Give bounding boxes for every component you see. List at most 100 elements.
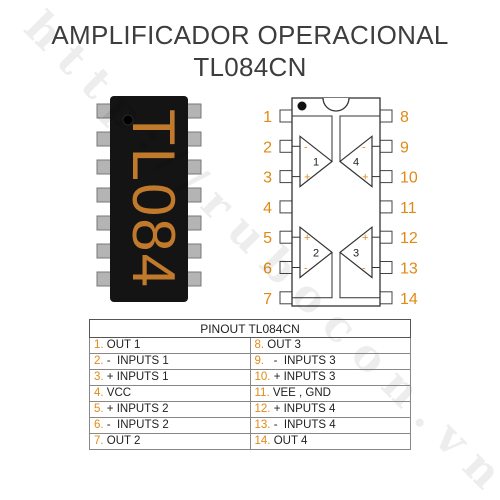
op-amp-triangle (299, 225, 333, 279)
pin-number: 11. (254, 387, 270, 399)
diagram-pin (279, 109, 293, 123)
pin-number: 10. (254, 371, 271, 383)
table-cell: 12. + INPUTS 4 (249, 401, 411, 418)
pin-number: 12. (254, 403, 271, 415)
pin-label: 9 (400, 139, 409, 156)
table-cell: 4. VCC (89, 385, 251, 402)
pin-number: 14. (254, 435, 271, 447)
diagram-pin (379, 291, 393, 305)
pin-label: 11 (400, 200, 417, 217)
output-wire (339, 115, 380, 162)
pin-number: 1. (94, 339, 104, 351)
table-header: PINOUT TL084CN (89, 319, 411, 338)
op-amps: -+1-+4+-2+-3 (292, 115, 380, 299)
op-amp-number: 1 (313, 156, 319, 168)
chip-marking: TL084 (120, 109, 187, 289)
title-line-1: AMPLIFICADOR OPERACIONAL (51, 20, 449, 50)
table-cell: 7. OUT 2 (89, 433, 251, 450)
diagram-pin (279, 170, 293, 184)
pin-label: 3 (263, 170, 272, 187)
pin-label: 7 (263, 291, 272, 308)
output-wire (292, 115, 333, 162)
pin-label: 4 (263, 200, 272, 217)
table-cell: 8. OUT 3 (249, 337, 411, 354)
input-sign: + (304, 172, 310, 184)
table-cell: 13. - INPUTS 4 (249, 417, 411, 434)
pin-function: - INPUTS 2 (103, 419, 169, 431)
pin-function: OUT 2 (103, 435, 141, 447)
diagram-pins (279, 109, 393, 305)
pin-number: 6. (94, 419, 104, 431)
output-wire (339, 252, 380, 299)
table-row: 1. OUT 1 8. OUT 3 (89, 337, 411, 354)
pin-function: OUT 3 (264, 339, 301, 351)
op-amp: +-3 (339, 225, 380, 299)
input-sign: + (362, 232, 368, 244)
input-sign: + (304, 232, 310, 244)
ic-outline (291, 97, 381, 307)
pin-function: VCC (103, 387, 132, 399)
table-cell: 10. + INPUTS 3 (249, 369, 411, 386)
diagram-pin (379, 109, 393, 123)
pin-function: + INPUTS 1 (103, 371, 169, 383)
table-cell: 6. - INPUTS 2 (89, 417, 251, 434)
pin-function: + INPUTS 3 (270, 371, 336, 383)
pin-function: - INPUTS 3 (264, 355, 336, 367)
op-amp-number: 4 (353, 156, 359, 168)
table-cell: 2. - INPUTS 1 (89, 353, 251, 370)
pin-number: 8. (254, 339, 265, 351)
input-sign: - (362, 141, 366, 153)
op-amp: + -2 (292, 225, 333, 299)
table-cell: 14. OUT 4 (249, 433, 411, 450)
output-wire (292, 252, 333, 299)
pin-function: + INPUTS 4 (270, 403, 336, 415)
input-sign: - (304, 263, 308, 275)
input-sign: + (362, 172, 368, 184)
diagram-pin (379, 139, 393, 153)
pin-number: 2. (94, 355, 104, 367)
pin-label: 2 (263, 139, 272, 156)
table-cell: 11. VEE , GND (249, 385, 411, 402)
diagram-pin (379, 261, 393, 274)
pin-function: + INPUTS 2 (103, 403, 169, 415)
table-cell: 5. + INPUTS 2 (89, 401, 251, 418)
chip-notch-dot (122, 114, 134, 126)
diagram-pin (279, 139, 293, 153)
pin-number: 5. (94, 403, 104, 415)
pin-label: 8 (400, 109, 409, 126)
table-cell: 9. - INPUTS 3 (249, 353, 411, 370)
op-amp-number: 3 (353, 247, 359, 259)
input-sign: - (304, 141, 308, 153)
pin-label: 12 (400, 230, 418, 247)
pin-label: 1 (263, 109, 272, 126)
op-amp-triangle (339, 225, 373, 279)
pin-function: VEE , GND (269, 387, 331, 399)
ic-notch (322, 97, 350, 112)
diagram-pin (379, 230, 393, 244)
diagram-pin (279, 261, 293, 274)
diagram-pin (279, 230, 293, 244)
pin-number: 3. (94, 371, 104, 383)
diagram-pin (379, 170, 393, 184)
pin-label: 10 (400, 170, 418, 187)
pin-function: OUT 1 (103, 339, 141, 351)
pin-number: 9. (254, 355, 265, 367)
pin-number: 7. (94, 435, 104, 447)
table-cell: 3. + INPUTS 1 (89, 369, 251, 386)
op-amp-number: 2 (313, 247, 319, 259)
pin-function: - INPUTS 4 (270, 419, 336, 431)
chip-body (110, 96, 188, 302)
pin-label: 14 (400, 291, 418, 308)
op-amp-triangle (339, 135, 373, 188)
pin-function: OUT 4 (270, 435, 308, 447)
pin-number: 4. (94, 387, 104, 399)
